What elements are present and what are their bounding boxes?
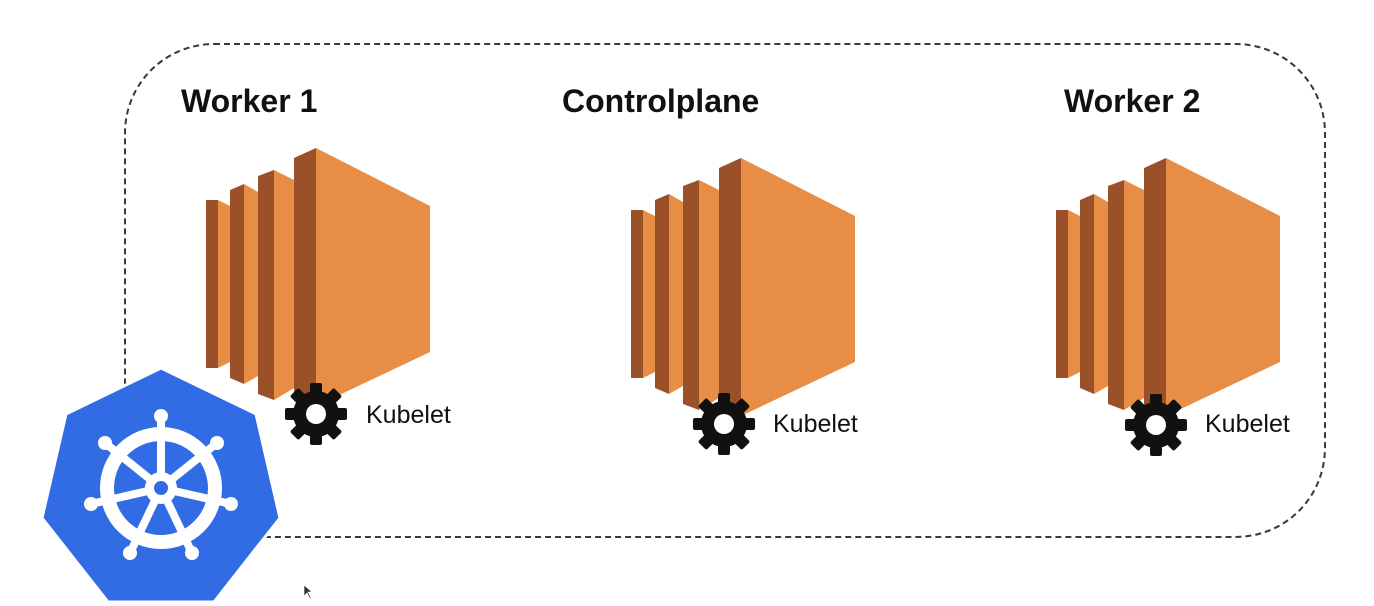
kubelet-label-controlplane: Kubelet: [773, 410, 858, 438]
ec2-instance-icon: [1056, 158, 1280, 416]
gear-icon: [693, 393, 755, 455]
ec2-instance-icon: [631, 158, 855, 416]
kubelet-label-worker-2: Kubelet: [1205, 410, 1290, 438]
kubernetes-logo: [40, 366, 282, 604]
gear-icon: [1125, 394, 1187, 456]
kubelet-label-worker-1: Kubelet: [366, 401, 451, 429]
ec2-instance-icon: [206, 148, 430, 406]
cluster-boundary: [124, 43, 1326, 538]
node-title-worker-2: Worker 2: [1064, 83, 1201, 119]
node-title-worker-1: Worker 1: [181, 83, 318, 119]
gear-icon: [285, 383, 347, 445]
mouse-cursor-icon: [303, 584, 313, 600]
node-title-controlplane: Controlplane: [562, 83, 760, 119]
